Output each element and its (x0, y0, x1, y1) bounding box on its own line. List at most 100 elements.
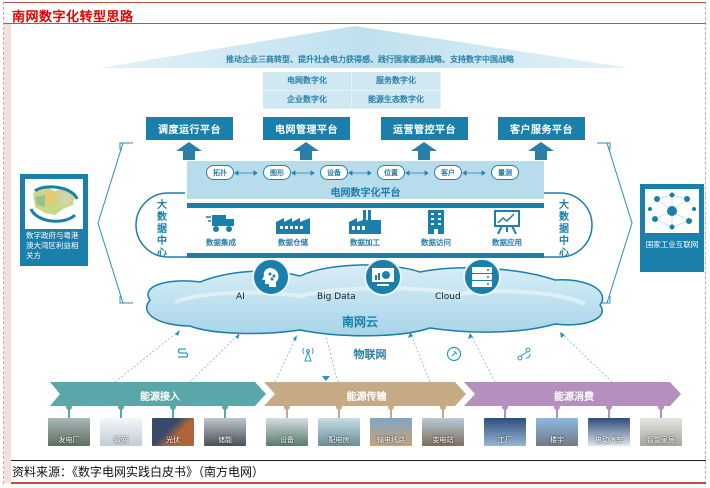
plug-icon (446, 346, 462, 365)
platform-dispatch: 调度运行平台 (146, 117, 233, 140)
page-title: 南网数字化转型思路 (12, 10, 134, 25)
data-access: 数据访问 (401, 210, 471, 248)
grid-node-customer: 客户 (434, 165, 462, 180)
up-arrow-icon (411, 142, 437, 160)
monitor-chart-icon (364, 258, 402, 296)
stem (388, 404, 394, 419)
left-strip (4, 24, 11, 483)
tech-label-ai: AI (236, 292, 245, 302)
iot-arrowheads (175, 330, 565, 381)
side-card-right: 国家工业互联网 (640, 184, 704, 272)
left-bracket-bottom (119, 296, 133, 304)
photo-label: 变电站 (432, 436, 454, 444)
digitalization-item: 电网数字化 (263, 72, 352, 91)
photo-label: 楼宇 (550, 436, 564, 444)
stage-label-access: 能源接入 (140, 392, 180, 403)
stem (502, 404, 508, 419)
digitalization-item: 企业数字化 (263, 90, 352, 109)
tech-label-big-data: Big Data (317, 292, 356, 302)
left-chevron (97, 142, 124, 304)
stem (170, 404, 176, 419)
side-card-right-label: 国家工业互联网 (645, 240, 699, 249)
stem (118, 404, 124, 419)
data-warehouse: 数据仓储 (258, 210, 328, 248)
photo-electric-vehicle: 电动汽车 (588, 418, 630, 446)
platform-grid-management: 电网管理平台 (263, 117, 350, 140)
cable-icon (176, 346, 190, 363)
digitalization-item: 服务数字化 (352, 72, 441, 91)
grid-platform-connectors (234, 170, 486, 176)
stem (284, 404, 290, 419)
grid-node-location: 位置 (377, 165, 405, 180)
tech-label-cloud: Cloud (435, 292, 461, 302)
photo-label: 发电厂 (58, 436, 80, 444)
stage-arrow-transmission (264, 382, 466, 406)
big-data-center-label-right: 大数据中心 (559, 200, 569, 259)
source-note: 资料来源：《数字电网实践白皮书》（南方电网） (12, 465, 265, 479)
data-application-label: 数据应用 (492, 238, 522, 247)
big-data-top-bar (187, 203, 544, 208)
stem (606, 404, 612, 419)
photo-label: 微网 (114, 436, 128, 444)
warehouse-icon (258, 210, 328, 234)
data-integration: 数据集成 (186, 210, 256, 248)
stem (658, 404, 664, 419)
grid-node-equipment: 设备 (320, 165, 348, 180)
grid-node-measurement: 量测 (491, 165, 519, 180)
side-card-left-label: 数字政府与粤港澳大湾区利益相关方 (26, 231, 79, 260)
ai-head-icon (252, 258, 290, 296)
map-icon (25, 179, 83, 229)
digitalization-grid: 电网数字化 服务数字化 企业数字化 能源生态数字化 (263, 72, 441, 109)
right-bracket-top (597, 142, 611, 150)
grid-node-graphics: 图形 (263, 165, 291, 180)
photo-label: 光伏 (166, 436, 180, 444)
stage-label-consumption: 能源消费 (554, 392, 594, 403)
truck-icon (186, 210, 256, 234)
big-data-bottom-bar (187, 253, 544, 258)
building-icon (401, 210, 471, 234)
photo-label: 设备 (280, 436, 294, 444)
source-divider (11, 460, 706, 461)
data-access-label: 数据访问 (421, 238, 451, 247)
data-application: 数据应用 (472, 210, 542, 248)
photo-label: 智能家居 (647, 436, 675, 444)
photo-label: 储能 (218, 436, 232, 444)
strategy-banner-shape (100, 26, 630, 68)
left-bracket-top (119, 142, 133, 150)
photo-label: 电动汽车 (595, 436, 623, 444)
up-arrow-icon (528, 142, 554, 160)
photo-label: 工厂 (498, 436, 512, 444)
stem (336, 404, 342, 419)
right-chevron (606, 142, 633, 304)
photo-building: 楼宇 (536, 418, 578, 446)
data-processing: 数据加工 (330, 210, 400, 248)
photo-solar: 光伏 (152, 418, 194, 446)
photo-label: 配电房 (328, 436, 350, 444)
presentation-chart-icon (472, 210, 542, 234)
data-processing-label: 数据加工 (350, 238, 380, 247)
stage-arrow-access (50, 382, 266, 406)
stage-label-transmission: 能源传输 (346, 392, 387, 403)
iot-title: 物联网 (353, 348, 387, 361)
stage-arrow-consumption (464, 382, 681, 406)
network-icon (645, 189, 699, 233)
up-arrow-icon (293, 142, 319, 160)
stem (66, 404, 72, 419)
page-frame (3, 2, 706, 484)
photo-transmission-line: 输电线路 (370, 418, 412, 446)
factory-icon (330, 210, 400, 234)
photo-label: 输电线路 (377, 436, 405, 444)
data-integration-label: 数据集成 (206, 238, 236, 247)
grid-platform-band (187, 161, 544, 199)
photo-factory: 工厂 (484, 418, 526, 446)
cloud-title: 南网云 (341, 315, 378, 329)
title-bar: 南网数字化转型思路 (4, 2, 706, 25)
stem (440, 404, 446, 419)
photo-equipment: 设备 (266, 418, 308, 446)
stem (554, 404, 560, 419)
photo-smart-home: 智能家居 (640, 418, 682, 446)
platform-operations-control: 运营管控平台 (381, 117, 468, 140)
photo-storage: 储能 (204, 418, 246, 446)
iot-connectors (114, 329, 613, 383)
